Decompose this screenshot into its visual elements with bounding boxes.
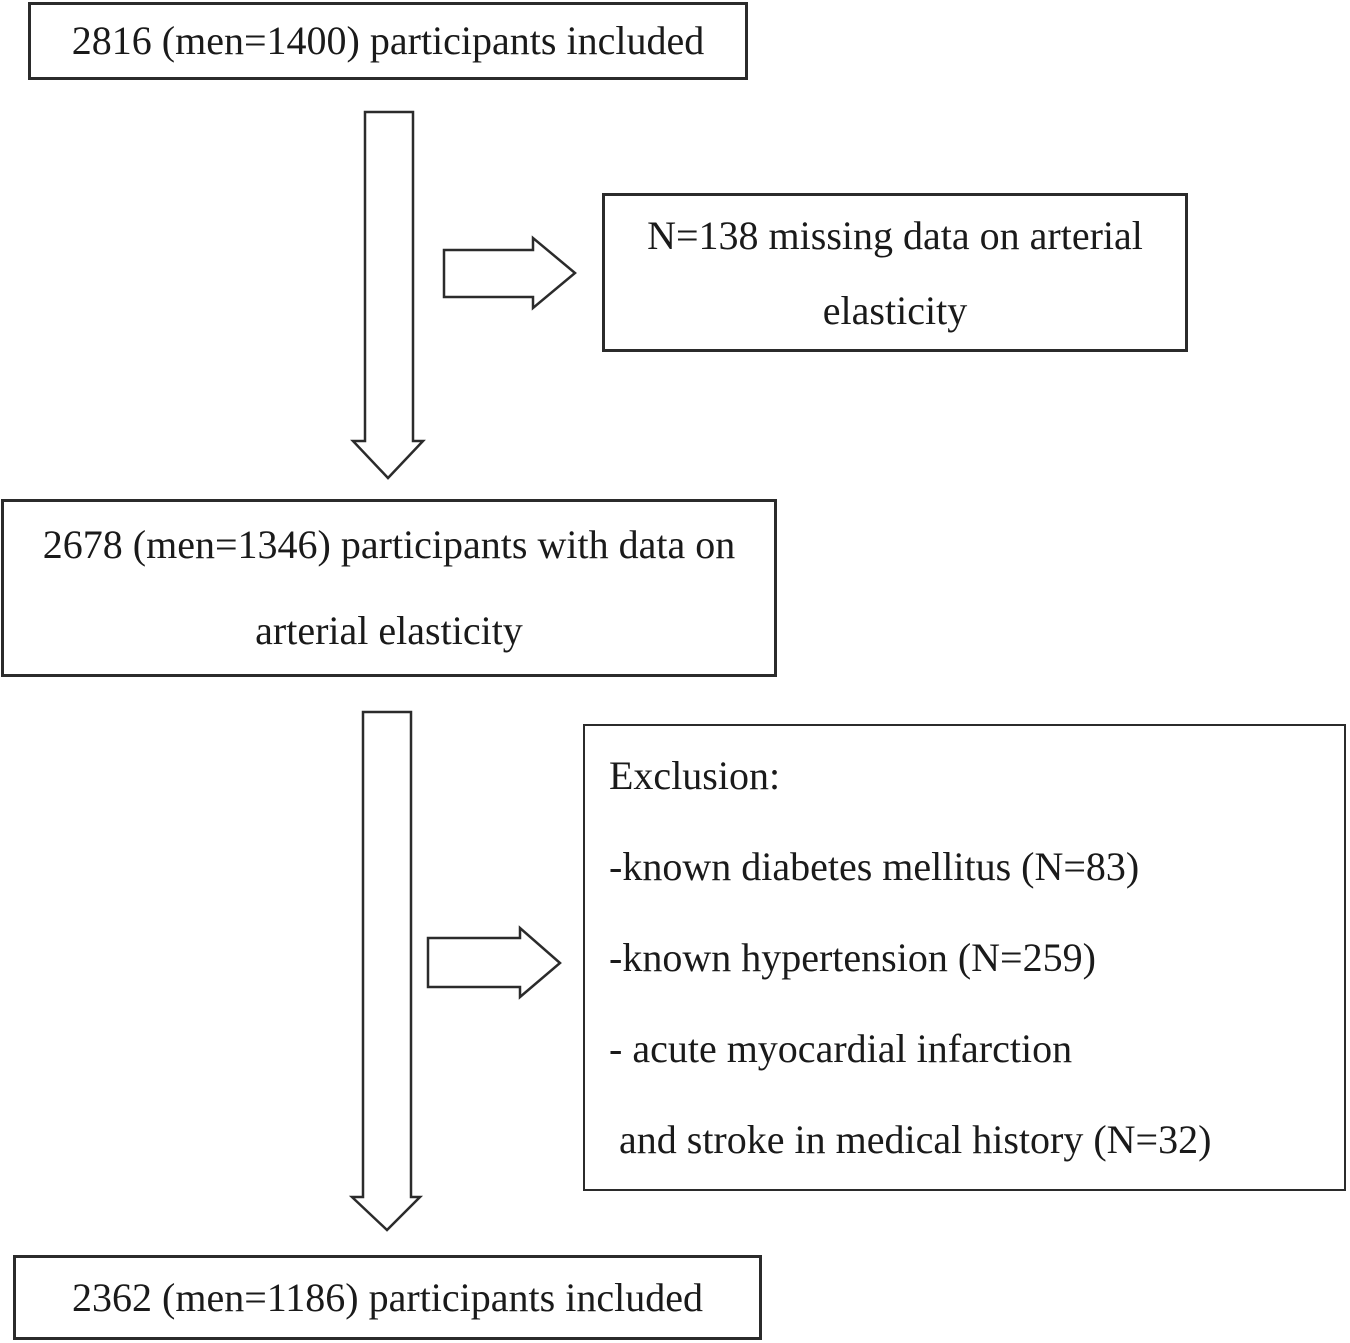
down-arrow-top [350, 110, 426, 480]
box-exclusion: Exclusion: -known diabetes mellitus (N=8… [583, 724, 1346, 1191]
exclusion-item: -known diabetes mellitus (N=83) [609, 844, 1140, 889]
box-missing-data: N=138 missing data on arterial elasticit… [602, 193, 1188, 352]
exclusion-title: Exclusion: [609, 753, 781, 798]
down-arrow-bottom [348, 710, 424, 1232]
box-withdata-line2: arterial elasticity [255, 608, 523, 653]
box-final-text: 2362 (men=1186) participants included [72, 1274, 703, 1320]
right-arrow-bottom [426, 925, 562, 1000]
box-missing-line2: elasticity [822, 287, 968, 333]
box-participants-included-top: 2816 (men=1400) participants included [28, 2, 748, 80]
right-arrow-top [442, 235, 577, 311]
box-participants-included-final: 2362 (men=1186) participants included [13, 1255, 762, 1340]
box-top-text: 2816 (men=1400) participants included [71, 18, 705, 63]
box-withdata-line1: 2678 (men=1346) participants with data o… [42, 522, 736, 567]
exclusion-item: - acute myocardial infarction [609, 1026, 1073, 1071]
exclusion-item: and stroke in medical history (N=32) [609, 1117, 1212, 1162]
box-participants-with-data: 2678 (men=1346) participants with data o… [1, 499, 777, 677]
exclusion-item: -known hypertension (N=259) [609, 935, 1096, 980]
box-missing-line1: N=138 missing data on arterial [647, 212, 1143, 258]
